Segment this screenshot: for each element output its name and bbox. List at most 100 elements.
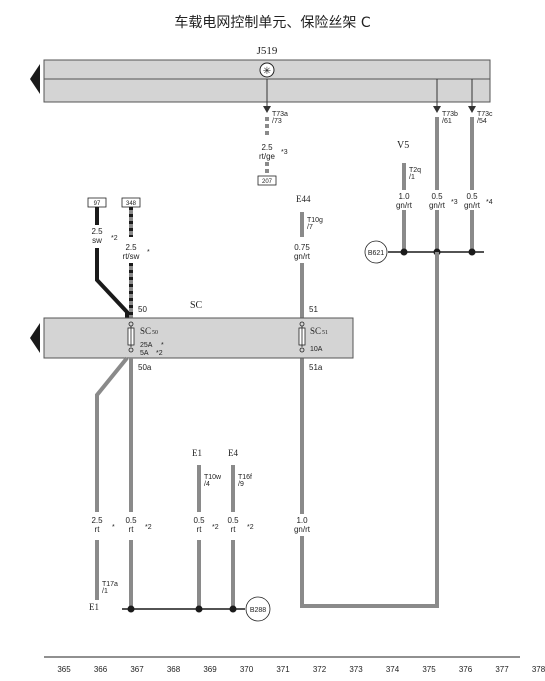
t73a-note: *3 (281, 149, 288, 156)
sc51-rating: 10A (310, 346, 323, 353)
sc50-rating1: 25A (140, 342, 153, 349)
axis-tick-label: 375 (422, 665, 436, 674)
t73b-note: *3 (451, 199, 458, 206)
axis-tick-label: 370 (240, 665, 254, 674)
t73b-gauge: 0.5 (431, 192, 443, 201)
b288-node-3 (229, 605, 237, 613)
sc50-pin-out: 50a (138, 363, 152, 372)
e1-mid-connector: T10w (204, 474, 222, 481)
ref348-gauge: 2.5 (125, 243, 137, 252)
axis-tick-label: 374 (386, 665, 400, 674)
ref97-gauge: 2.5 (91, 227, 103, 236)
wire-2-color: rt (129, 525, 135, 534)
wire-5-color: gn/rt (294, 525, 311, 534)
e44-pin: /7 (307, 224, 313, 231)
sc50-name: SC50 (140, 326, 158, 336)
e1-left-label: E1 (89, 602, 99, 612)
ref-348: 348 (126, 201, 137, 207)
axis-tick-label: 377 (495, 665, 509, 674)
wire-1-color: rt (95, 525, 101, 534)
ref97-color: sw (92, 236, 102, 245)
t73b-color: gn/rt (429, 201, 446, 210)
sc51-output-wire (300, 252, 439, 608)
v5-pin: /1 (409, 174, 415, 181)
wire-5-label-bg (292, 514, 312, 536)
v5-color: gn/rt (396, 201, 413, 210)
t73b-connector: T73b (442, 111, 458, 118)
sc50-pin-in: 50 (138, 305, 147, 314)
axis-tick-label: 367 (130, 665, 144, 674)
axis-tick-label: 365 (57, 665, 71, 674)
wire-1-gauge: 2.5 (91, 516, 103, 525)
sw-wire (95, 248, 129, 318)
sc-label: SC (190, 300, 203, 311)
ref348-color: rt/sw (123, 252, 140, 261)
sc51-name: SC51 (310, 326, 328, 336)
b621-wires (402, 117, 474, 252)
axis-tick-label: 372 (313, 665, 327, 674)
e44-color: gn/rt (294, 252, 311, 261)
ref-97: 97 (94, 201, 101, 207)
fuse-sc51-icon (298, 321, 306, 353)
axis-tick-label: 368 (167, 665, 181, 674)
t73c-color: gn/rt (464, 201, 481, 210)
axis-tick-label: 376 (459, 665, 473, 674)
axis-ticks: 365 366 367 368 369 370 371 372 373 374 375 376 377 3… (57, 665, 545, 674)
e1-mid-label: E1 (192, 448, 202, 458)
axis-tick-label: 366 (94, 665, 108, 674)
e4-connector: T16f (238, 474, 252, 481)
b288-node-2 (195, 605, 203, 613)
wire-2-note: *2 (145, 524, 152, 531)
t73c-connector: T73c (477, 111, 493, 118)
j519-continue-arrow-icon (30, 64, 40, 94)
e4-label: E4 (228, 448, 238, 458)
e4-pin: /9 (238, 481, 244, 488)
e1-left-connector: T17a (102, 581, 118, 588)
ref-207: 207 (262, 179, 273, 185)
wire-4-note: *2 (247, 524, 254, 531)
axis-tick-label: 378 (532, 665, 545, 674)
t73a-color: rt/ge (259, 152, 276, 161)
ref348-note: * (147, 249, 150, 256)
e44-connector: T10g (307, 217, 323, 224)
t73b-pin: /61 (442, 118, 452, 125)
e1-left-pin: /1 (102, 588, 108, 595)
sc51-pin-out: 51a (309, 363, 323, 372)
b288-node-1 (127, 605, 135, 613)
v5-gauge: 1.0 (398, 192, 410, 201)
t73c-gauge: 0.5 (466, 192, 478, 201)
v5-label: V5 (397, 140, 409, 151)
wire-5-gauge: 1.0 (296, 516, 308, 525)
b621-label: B621 (368, 250, 384, 257)
wire-3-color: rt (197, 525, 203, 534)
sc50-rating2-note: *2 (156, 350, 163, 357)
b621-node-3 (468, 248, 476, 256)
wire-4-gauge: 0.5 (227, 516, 239, 525)
wire-4-color: rt (231, 525, 237, 534)
axis-tick-label: 373 (349, 665, 363, 674)
ref97-note: *2 (111, 235, 118, 242)
b621-node-1 (400, 248, 408, 256)
wire-2-gauge: 0.5 (125, 516, 137, 525)
e1-mid-pin: /4 (204, 481, 210, 488)
top-pin-arrows (263, 79, 476, 113)
sc50-rating1-note: * (161, 342, 164, 349)
j519-label: J519 (257, 45, 278, 57)
wire-3-note: *2 (212, 524, 219, 531)
axis-tick-label: 371 (276, 665, 290, 674)
t73a-connector: T73a (272, 111, 288, 118)
ground-symbol-icon (259, 62, 275, 78)
e44-gauge: 0.75 (294, 243, 310, 252)
b288-connector-icon (245, 596, 271, 622)
sc-box (43, 317, 354, 359)
b288-label: B288 (250, 607, 266, 614)
ref-box-207 (257, 175, 277, 186)
page-title: 车载电网控制单元、保险丝架 C (174, 15, 371, 31)
v5-connector: T2q (409, 167, 421, 174)
axis-tick-label: 369 (203, 665, 217, 674)
ground-symbol-glyph: ✳ (263, 66, 271, 77)
wire-1-note: * (112, 524, 115, 531)
b621-connector-icon (364, 240, 388, 264)
t73a-pin: /73 (272, 118, 282, 125)
